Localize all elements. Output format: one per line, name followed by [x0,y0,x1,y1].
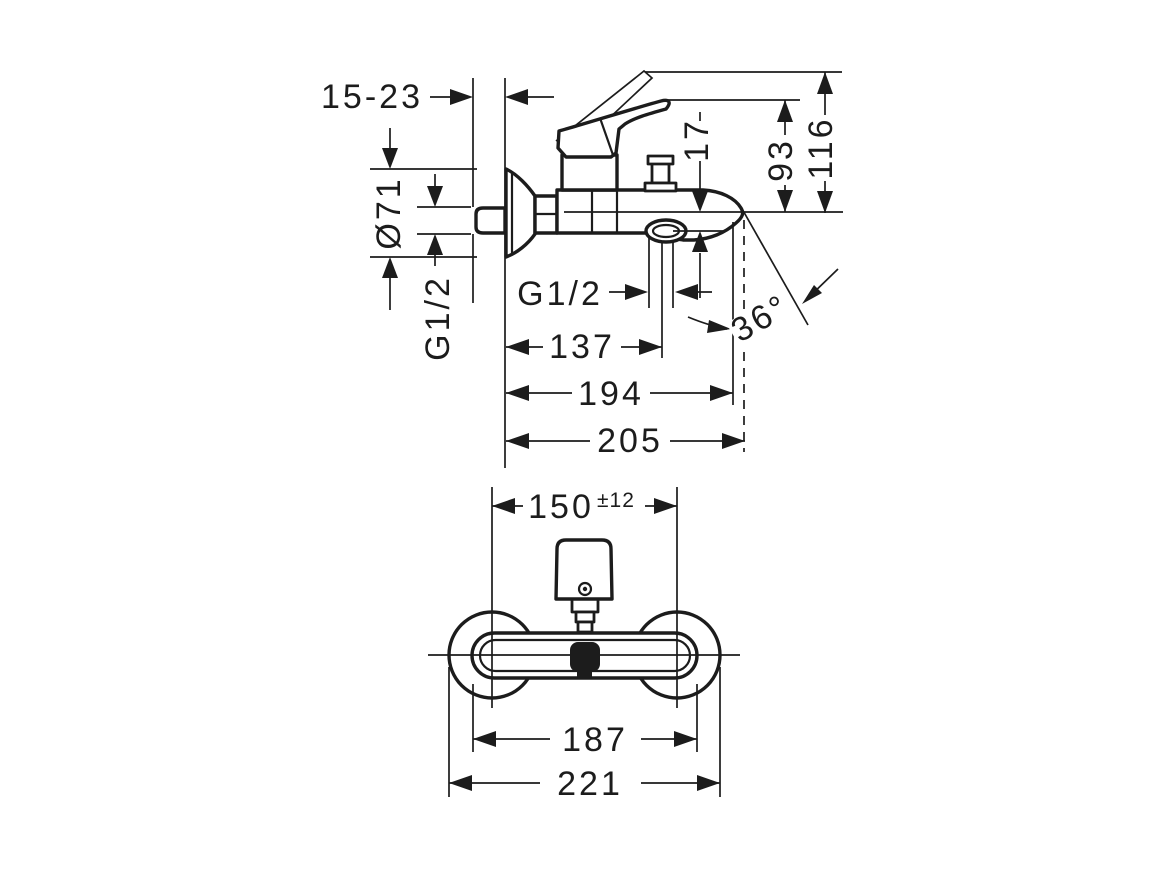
dim-outlet-drop: 17 [673,112,723,298]
arrowhead [777,100,793,122]
arrowhead [817,191,833,213]
arrowhead [625,284,648,300]
handle-screw [577,581,593,597]
dim-label-205: 205 [597,422,663,460]
dim-label-raised-height: 116 [802,116,840,179]
arrowhead [692,231,708,252]
arrowhead [817,72,833,94]
dim-overall-width: 221 [448,667,721,803]
diverter-knob-flange [643,181,678,193]
arrowhead [802,285,822,304]
dim-label-wall-thread: G1/2 [419,275,457,361]
arrowhead [505,89,528,105]
arrowhead [675,284,698,300]
side-view-figure: 15-23 Ø71 G1/2 17 [321,69,843,468]
arrowhead [382,257,398,278]
collar-step [576,620,594,634]
cartridge-base [560,153,619,192]
extension-lines [472,684,698,752]
arrowhead [722,433,745,449]
arrowhead [707,320,731,333]
arrowhead [506,339,529,355]
spout-angle-line [740,206,809,326]
dim-wall-to-hose-outlet: 137 [506,328,662,366]
arrowhead [427,186,443,207]
arrowhead [710,385,733,401]
dim-wall-connection-thread: G1/2 [417,174,471,361]
dim-label-150: 150 [528,488,594,526]
arrowhead [777,190,793,212]
wall-lines [472,78,506,468]
arrowhead [473,731,496,747]
extension-lines [448,667,721,797]
dim-wall-to-spout-tip: 194 [506,375,733,413]
dim-connection-centers: 150 ±12 [491,487,678,708]
lever-handle-end-view [554,538,614,601]
collar-step [570,597,600,614]
arrowhead [382,148,398,169]
diverter-end-cap [570,642,600,672]
dim-label-wall-depth: 15-23 [321,78,423,116]
lever-handle [556,98,671,159]
arrowhead [506,385,529,401]
supply-pipe-stub [474,206,507,235]
dim-label-221: 221 [557,765,623,803]
dim-label-escutcheon-diameter: Ø71 [370,176,408,249]
arrowhead [654,498,677,514]
diverter-knob-cap [646,154,675,166]
collar-step [574,610,596,624]
dim-label-hose-thread: G1/2 [517,275,603,313]
extension-lines [491,487,678,708]
dim-label-tolerance: ±12 [597,489,635,512]
dim-max-projection: 205 [506,422,745,460]
dim-escutcheon-diameter: Ø71 [370,128,477,310]
arrowhead [692,191,708,212]
lever-handle-inner-line [598,117,615,156]
arrowhead [639,339,662,355]
arrowhead [697,775,720,791]
dim-lever-height: 93 [668,99,800,212]
dim-body-width: 187 [472,684,698,759]
front-view-figure: 150 ±12 187 221 [428,487,740,803]
handle-collar [570,597,600,634]
dim-label-194: 194 [578,375,644,413]
extension-lines [370,168,477,258]
dim-label-outlet-drop: 17 [678,118,716,162]
arrowhead [449,775,472,791]
diverter-end-base [577,670,592,679]
arrowhead [674,731,697,747]
extension-lines [417,206,471,235]
diverter-knob [643,154,678,193]
dim-label-spout-angle: 36° [725,287,796,350]
dim-label-lever-height: 93 [762,138,800,182]
dim-hose-connection-thread: G1/2 [517,238,712,358]
handle-screw-dot [582,586,588,592]
label-backing [726,291,797,350]
diverter-end-view [570,642,600,679]
dim-wall-depth: 15-23 [321,78,554,116]
extension-lines [648,238,674,358]
escutcheon-cone [504,167,537,259]
dim-label-187: 187 [562,721,628,759]
arrowhead [427,234,443,255]
arrowhead [492,498,515,514]
arrowhead [506,433,529,449]
arrowhead [450,89,473,105]
dim-label-137: 137 [549,328,615,366]
dim-lever-raised-height: 116 [645,71,842,213]
